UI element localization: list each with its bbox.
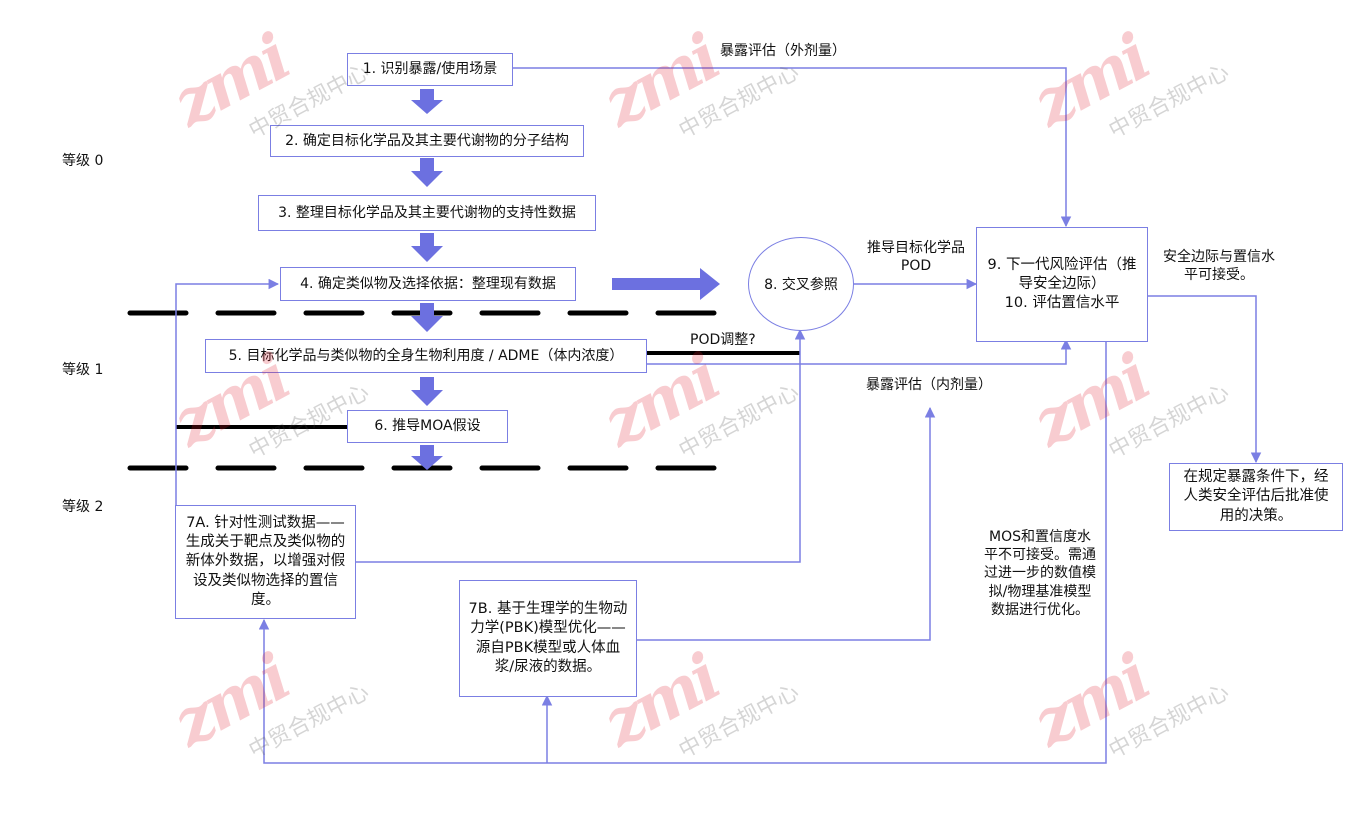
step-10-text: 10. 评估置信水平: [1004, 294, 1120, 311]
step-2-box[interactable]: 2. 确定目标化学品及其主要代谢物的分子结构: [270, 125, 584, 157]
step-9-text: 9. 下一代风险评估（推导安全边际）: [987, 257, 1137, 293]
flow-connectors: [127, 67, 1262, 764]
step-8-crossref[interactable]: 8. 交叉参照: [748, 237, 854, 331]
step-7a-box[interactable]: 7A. 针对性测试数据——生成关于靶点及类似物的新体外数据，以增强对假设及类似物…: [175, 505, 356, 619]
external-exposure-label: 暴露评估（外剂量）: [720, 43, 846, 59]
mos-acceptable-label: 安全边际与置信水平可接受。: [1163, 249, 1275, 284]
step-3-box[interactable]: 3. 整理目标化学品及其主要代谢物的支持性数据: [258, 195, 596, 231]
step-4-text: 4. 确定类似物及选择依据：整理现有数据: [300, 275, 556, 292]
step-6-box[interactable]: 6. 推导MOA假设: [347, 410, 508, 443]
level-0-label: 等级 0: [62, 153, 104, 169]
pod-derive-line-2: POD: [900, 258, 932, 275]
step-6-text: 6. 推导MOA假设: [374, 418, 481, 435]
step-7a-text: 7A. 针对性测试数据——生成关于靶点及类似物的新体外数据，以增强对假设及类似物…: [185, 515, 346, 608]
step-8-text: 8. 交叉参照: [764, 277, 838, 293]
step-2-text: 2. 确定目标化学品及其主要代谢物的分子结构: [285, 132, 569, 149]
step-9-10-box[interactable]: 9. 下一代风险评估（推导安全边际） 10. 评估置信水平: [976, 227, 1148, 342]
decision-box[interactable]: 在规定暴露条件下，经人类安全评估后批准使用的决策。: [1169, 463, 1343, 531]
thin-connectors: [175, 67, 1262, 764]
internal-exposure-label: 暴露评估（内剂量）: [866, 377, 992, 393]
pod-adjust-label: POD调整?: [690, 332, 756, 348]
step-3-text: 3. 整理目标化学品及其主要代谢物的支持性数据: [278, 204, 576, 221]
step-7b-text: 7B. 基于生理学的生物动力学(PBK)模型优化——源自PBK模型或人体血浆/尿…: [468, 601, 628, 675]
level-2-label: 等级 2: [62, 499, 104, 515]
mos-unacceptable-label: MOS和置信度水平不可接受。需通过进一步的数值模拟/物理基准模型数据进行优化。: [984, 529, 1096, 618]
step-1-box[interactable]: 1. 识别暴露/使用场景: [347, 53, 513, 86]
step-7b-box[interactable]: 7B. 基于生理学的生物动力学(PBK)模型优化——源自PBK模型或人体血浆/尿…: [459, 580, 637, 697]
decision-text: 在规定暴露条件下，经人类安全评估后批准使用的决策。: [1183, 469, 1329, 524]
pod-derive-line-1: 推导目标化学品: [867, 240, 965, 256]
step-1-text: 1. 识别暴露/使用场景: [362, 61, 498, 78]
step-4-box[interactable]: 4. 确定类似物及选择依据：整理现有数据: [280, 267, 576, 301]
pod-derive-label: 推导目标化学品 POD: [862, 239, 970, 275]
block-arrows: [411, 89, 720, 470]
step-5-box[interactable]: 5. 目标化学品与类似物的全身生物利用度 / ADME（体内浓度）: [205, 339, 647, 373]
level-1-label: 等级 1: [62, 362, 104, 378]
step-5-text: 5. 目标化学品与类似物的全身生物利用度 / ADME（体内浓度）: [228, 347, 624, 364]
